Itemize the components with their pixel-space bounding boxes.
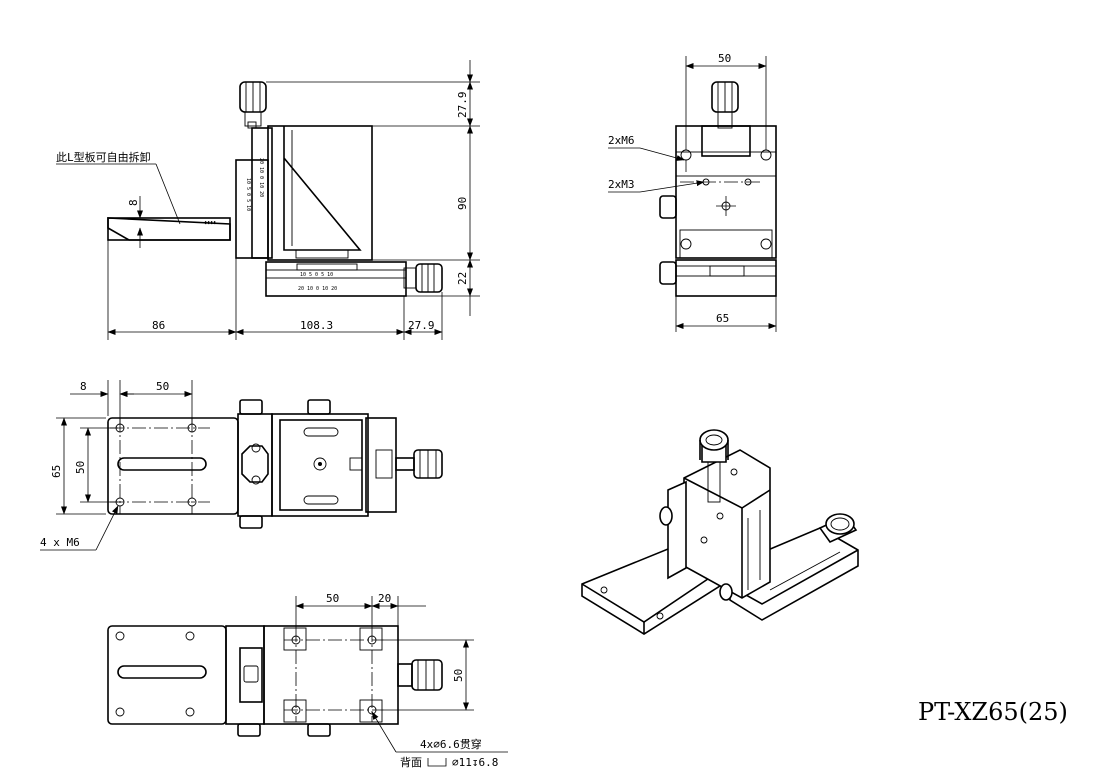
dim-top-50-inner: 50 xyxy=(74,461,87,474)
dim-side-22: 22 xyxy=(456,272,469,285)
dim-top-50: 50 xyxy=(156,380,169,393)
scale-v-right: 20 10 0 10 20 xyxy=(258,158,264,197)
dim-top-8: 8 xyxy=(80,380,87,393)
scale-h-top: 10 5 0 5 10 xyxy=(300,272,333,278)
note-through-holes: 4x∅6.6贯穿 xyxy=(420,737,482,751)
dim-side-8: 8 xyxy=(127,199,140,206)
note-counterbore-spec: ∅11↧6.8 xyxy=(452,756,498,769)
scale-v-left: 10 5 0 5 10 xyxy=(245,178,251,211)
label-4x-m6: 4 x M6 xyxy=(40,536,80,549)
dim-side-27-9-bottom: 27.9 xyxy=(408,319,435,332)
bottom-view: 50 20 50 4x∅6.6贯穿 背面 ∅11↧6.8 xyxy=(107,592,508,769)
dim-front-50: 50 xyxy=(718,52,731,65)
scale-h-bottom: 20 10 0 10 20 xyxy=(298,286,337,292)
dim-side-86: 86 xyxy=(152,319,165,332)
side-note-removable: 此L型板可自由拆卸 xyxy=(56,150,151,164)
top-view: 8 50 65 50 4 x M6 xyxy=(40,380,443,551)
isometric-view xyxy=(581,429,859,635)
note-counterbore-prefix: 背面 xyxy=(400,755,422,769)
dim-side-90: 90 xyxy=(456,197,469,210)
label-2xm6: 2xM6 xyxy=(608,134,635,147)
side-view: ▮▮▮▮ 10 5 0 5 10 20 10 0 10 20 10 5 0 5 … xyxy=(56,60,480,340)
dim-bottom-50: 50 xyxy=(326,592,339,605)
side-plate-mark: ▮▮▮▮ xyxy=(204,220,216,226)
drawing-title: PT-XZ65(25) xyxy=(918,698,1068,726)
front-view: 50 65 2xM6 2xM3 xyxy=(608,52,777,332)
dim-front-65: 65 xyxy=(716,312,729,325)
dim-bottom-20: 20 xyxy=(378,592,391,605)
label-2xm3: 2xM3 xyxy=(608,178,635,191)
counterbore-symbol-icon xyxy=(427,758,447,767)
dim-top-65: 65 xyxy=(50,465,63,478)
dim-side-27-9-top: 27.9 xyxy=(456,92,469,119)
dim-side-108-3: 108.3 xyxy=(300,319,333,332)
dim-bottom-50-side: 50 xyxy=(452,669,465,682)
